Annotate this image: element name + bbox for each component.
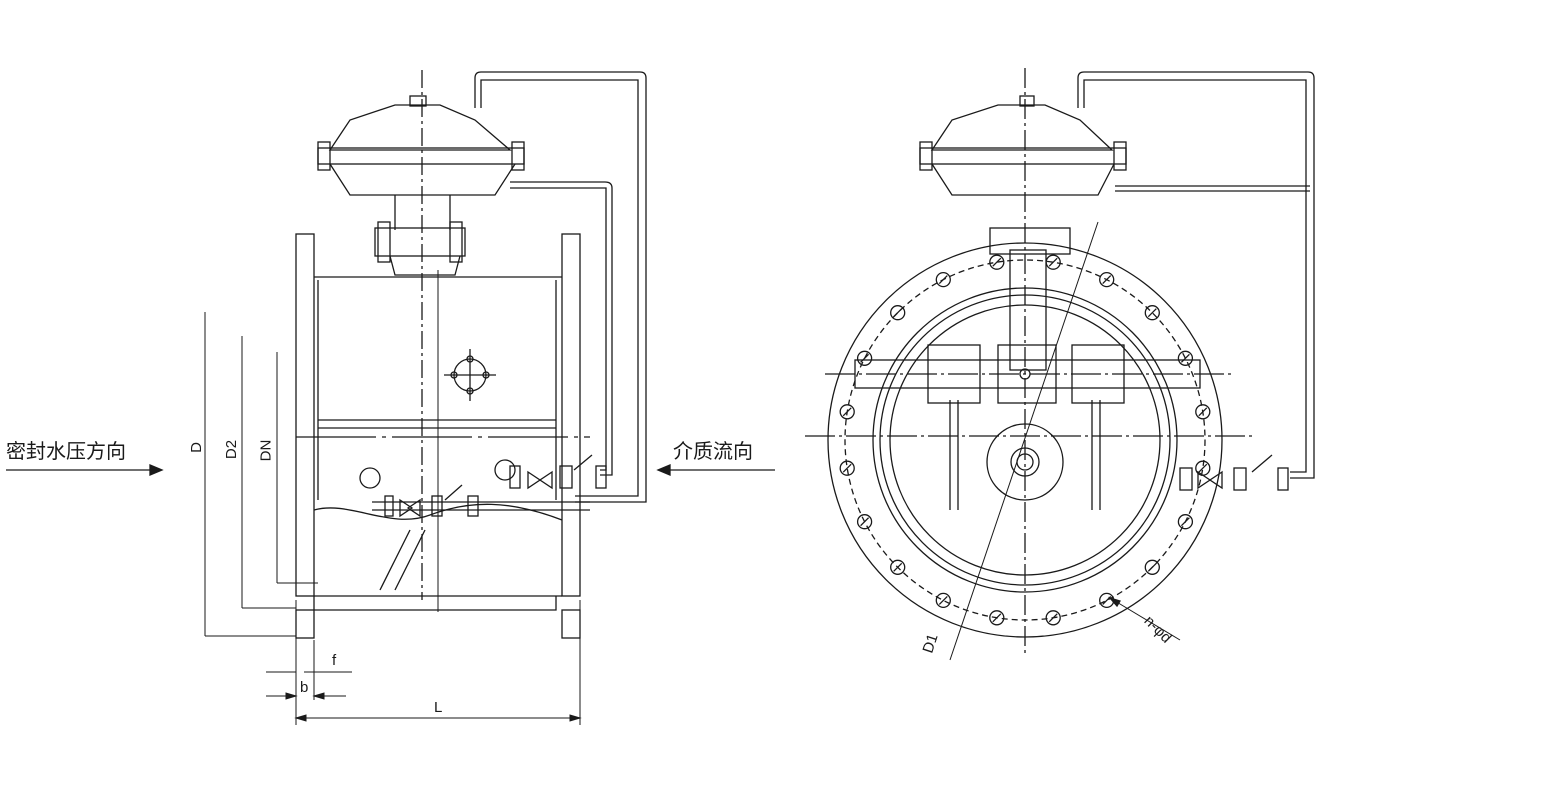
bolt-hole-mark <box>860 517 870 527</box>
flow-arrow <box>656 464 775 476</box>
side-dimensions <box>204 312 582 725</box>
dimension-d2-label: D2 <box>223 439 241 460</box>
bolt-hole-mark <box>1180 517 1190 527</box>
bolt-hole-mark <box>1102 275 1112 285</box>
dimension-dn-label: DN <box>257 439 275 462</box>
bolt-hole <box>1099 271 1115 288</box>
dimension-l-label: L <box>434 699 443 716</box>
medium-flow-direction-label: 介质流向 <box>673 439 753 463</box>
bolt-hole <box>1144 305 1160 321</box>
bolt-hole <box>890 559 906 575</box>
bolt-hole-mark <box>1048 613 1058 623</box>
end-view <box>805 68 1315 661</box>
bolt-hole <box>1045 610 1061 626</box>
bolt-hole <box>856 350 873 366</box>
bolt-hole <box>890 305 906 321</box>
bolt-hole-mark <box>893 562 903 572</box>
bolt-hole-mark <box>1048 257 1058 267</box>
bolt-hole <box>989 610 1005 626</box>
bolt-hole-mark <box>860 353 870 363</box>
bolt-hole <box>839 404 855 420</box>
bolt-hole-mark <box>992 257 1002 267</box>
bolt-hole-mark <box>1147 308 1157 318</box>
dimension-f-label: f <box>332 652 337 669</box>
dimension-d-label: D <box>187 442 205 453</box>
bolt-hole-mark <box>938 595 948 605</box>
bolt-hole <box>935 592 951 609</box>
left-flange <box>295 233 315 597</box>
bolt-hole-mark <box>1180 353 1190 363</box>
bolt-hole-mark <box>842 407 852 417</box>
bolt-hole <box>839 460 855 476</box>
bolt-hole-mark <box>893 308 903 318</box>
bolt-hole <box>1144 559 1160 575</box>
bolt-hole <box>935 271 951 288</box>
seal-pressure-direction-label: 密封水压方向 <box>6 439 126 463</box>
right-flange <box>561 233 581 597</box>
bolt-hole <box>989 254 1005 270</box>
bolt-hole-mark <box>1147 562 1157 572</box>
bolt-hole-mark <box>842 463 852 473</box>
bolt-hole <box>1177 514 1194 530</box>
bolt-hole <box>1195 404 1211 420</box>
bolt-hole <box>856 514 873 530</box>
bolt-hole-mark <box>992 613 1002 623</box>
bolt-hole-mark <box>938 275 948 285</box>
side-view <box>295 70 647 639</box>
bolt-hole-mark <box>1198 463 1208 473</box>
seal-pressure-arrow <box>6 464 164 476</box>
bolt-hole-mark <box>1198 407 1208 417</box>
dimension-b-label: b <box>300 679 309 696</box>
bolt-hole <box>1177 350 1194 366</box>
